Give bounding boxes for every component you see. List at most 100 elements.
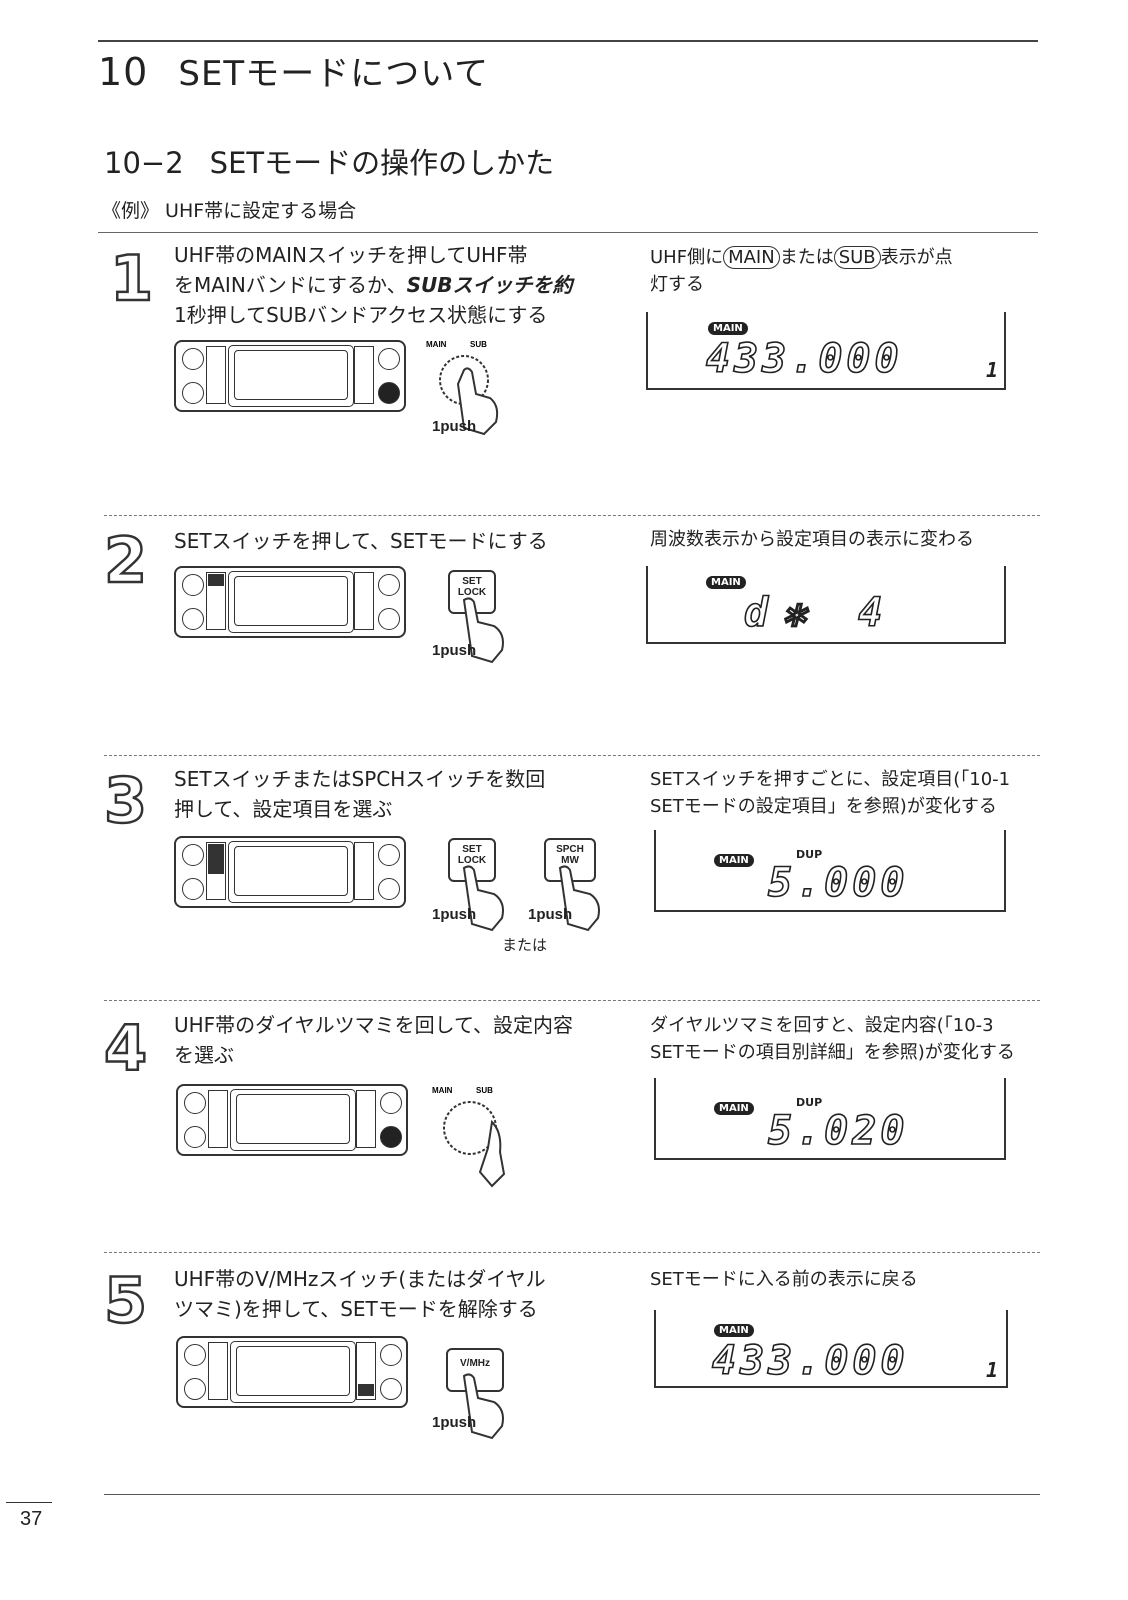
display-frame bbox=[230, 1341, 356, 1403]
step-4-line-1: UHF帯のダイヤルツマミを回して、設定内容 bbox=[174, 1013, 573, 1037]
step-2-hand bbox=[462, 597, 504, 664]
left-bottom-knob bbox=[184, 1378, 206, 1400]
step-2-instruction: SETスイッチを押して、SETモードにする bbox=[174, 526, 614, 556]
right-top-knob bbox=[378, 844, 400, 866]
step-4-number: 4 bbox=[103, 1012, 149, 1085]
display-window bbox=[236, 1346, 350, 1396]
set-key-highlight bbox=[208, 574, 224, 586]
step-1-line-2: をMAINバンドにするか、SUBスイッチを約 bbox=[174, 270, 614, 300]
left-bottom-knob bbox=[182, 608, 204, 630]
bottom-rule bbox=[104, 1494, 1040, 1495]
lcd-setting-value: 5.000 bbox=[767, 859, 909, 907]
step-4-line-2: を選ぶ bbox=[174, 1043, 234, 1067]
step-2-result: 周波数表示から設定項目の表示に変わる bbox=[650, 526, 1030, 553]
push-label: 1push bbox=[432, 1414, 477, 1431]
section-number: 10−2 bbox=[104, 146, 184, 180]
main-badge: MAIN bbox=[714, 1102, 754, 1115]
left-bottom-knob bbox=[182, 382, 204, 404]
page-number: 37 bbox=[20, 1508, 43, 1530]
section-heading: 10−2 SETモードの操作のしかた bbox=[104, 140, 554, 182]
right-key-column bbox=[356, 1090, 376, 1148]
dup-indicator: DUP bbox=[796, 1096, 823, 1109]
step-1-dial-hand: MAIN SUB bbox=[426, 340, 499, 436]
step-1-line-1: UHF帯のMAINスイッチを押してUHF帯 bbox=[174, 243, 528, 267]
step-1-line-2b: SUBスイッチを約 bbox=[406, 273, 573, 297]
lock-label: LOCK bbox=[457, 855, 487, 866]
step-3-result: SETスイッチを押すごとに、設定項目(「10-1 SETモードの設定項目」を参照… bbox=[650, 766, 1035, 820]
step-1-line-2a: をMAINバンドにするか、 bbox=[174, 273, 407, 297]
step-1-result-d: 灯する bbox=[650, 274, 704, 295]
display-window bbox=[236, 1094, 350, 1144]
pointing-hand-icon bbox=[462, 1373, 504, 1440]
left-key-column bbox=[206, 572, 226, 630]
right-top-knob bbox=[378, 348, 400, 370]
pointing-hand-icon bbox=[462, 865, 504, 932]
push-label: 1push bbox=[432, 642, 477, 659]
step-4-result-line-2: SETモードの項目別詳細」を参照)が変化する bbox=[650, 1042, 1015, 1063]
display-frame bbox=[228, 841, 354, 903]
step-2-radio-panel bbox=[174, 566, 406, 638]
push-label: 1push bbox=[432, 418, 477, 435]
section-title: SETモードの操作のしかた bbox=[209, 146, 555, 180]
push-label-b: 1push bbox=[528, 906, 573, 923]
example-rule bbox=[98, 232, 1038, 233]
set-label: SET bbox=[462, 576, 482, 587]
left-key-column bbox=[208, 1090, 228, 1148]
right-bottom-knob bbox=[378, 878, 400, 900]
step-5-result-line-1: SETモードに入る前の表示に戻る bbox=[650, 1269, 918, 1290]
lcd-memory-number: 1 bbox=[986, 1358, 999, 1382]
step-3-result-line-1: SETスイッチを押すごとに、設定項目(「10-1 bbox=[650, 769, 1011, 790]
turning-hand-icon bbox=[478, 1119, 506, 1188]
step-5-result: SETモードに入る前の表示に戻る bbox=[650, 1266, 1030, 1293]
step-4-result-line-1: ダイヤルツマミを回すと、設定内容(「10-3 bbox=[650, 1015, 994, 1036]
step-4-dial-hand: MAIN SUB bbox=[432, 1086, 506, 1188]
step-5-radio-panel bbox=[176, 1336, 408, 1408]
set-label: SET bbox=[462, 844, 482, 855]
display-window bbox=[234, 846, 348, 896]
left-top-knob bbox=[182, 844, 204, 866]
chapter-title: SETモードについて bbox=[178, 54, 490, 94]
step-divider bbox=[104, 1000, 1040, 1001]
step-4-lcd: MAIN DUP 5.020 bbox=[654, 1078, 1006, 1160]
vmhz-key-highlight bbox=[358, 1384, 374, 1396]
step-4-radio-panel bbox=[176, 1084, 408, 1156]
step-2-line-1: SETスイッチを押して、SETモードにする bbox=[174, 529, 548, 553]
step-1-radio-panel bbox=[174, 340, 406, 412]
step-3-line-1: SETスイッチまたはSPCHスイッチを数回 bbox=[174, 767, 546, 791]
step-2-result-line-1: 周波数表示から設定項目の表示に変わる bbox=[650, 529, 974, 550]
step-4-result: ダイヤルツマミを回すと、設定内容(「10-3 SETモードの項目別詳細」を参照)… bbox=[650, 1012, 1035, 1066]
left-top-knob bbox=[182, 574, 204, 596]
lcd-memory-number: 1 bbox=[986, 358, 999, 382]
step-4-instruction: UHF帯のダイヤルツマミを回して、設定内容 を選ぶ bbox=[174, 1010, 614, 1070]
step-1-lcd: MAIN 433.000 1 bbox=[646, 312, 1006, 390]
lcd-frequency: 433.000 bbox=[705, 335, 903, 383]
step-3-radio-panel bbox=[174, 836, 406, 908]
right-top-knob bbox=[380, 1344, 402, 1366]
step-5-line-2: ツマミ)を押して、SETモードを解除する bbox=[174, 1297, 538, 1321]
step-5-hand bbox=[462, 1373, 504, 1440]
step-1-result-a: UHF側に bbox=[650, 247, 724, 268]
right-bottom-knob bbox=[380, 1378, 402, 1400]
left-top-knob bbox=[184, 1344, 206, 1366]
display-window bbox=[234, 576, 348, 626]
main-badge: MAIN bbox=[714, 1324, 754, 1337]
step-5-number: 5 bbox=[103, 1264, 149, 1337]
step-5-instruction: UHF帯のV/MHzスイッチ(またはダイヤル ツマミ)を押して、SETモードを解… bbox=[174, 1264, 614, 1324]
right-dial-highlight bbox=[378, 382, 400, 404]
step-3-line-2: 押して、設定項目を選ぶ bbox=[174, 797, 393, 821]
right-top-knob bbox=[378, 574, 400, 596]
step-divider bbox=[104, 515, 1040, 516]
dup-indicator: DUP bbox=[796, 848, 823, 861]
right-dial-highlight bbox=[380, 1126, 402, 1148]
step-1-number: 1 bbox=[109, 242, 155, 315]
step-3-lcd: MAIN DUP 5.000 bbox=[654, 830, 1006, 912]
dial-sub-label: SUB bbox=[470, 340, 487, 349]
pointing-hand-icon bbox=[456, 367, 499, 436]
step-5-lcd: MAIN 433.000 1 bbox=[654, 1310, 1008, 1388]
step-2-lcd: MAIN d✲ 4 bbox=[646, 566, 1006, 644]
step-divider bbox=[104, 755, 1040, 756]
pointing-hand-icon bbox=[462, 597, 504, 664]
step-1-result-b: または bbox=[779, 247, 834, 268]
main-badge: MAIN bbox=[708, 322, 748, 335]
